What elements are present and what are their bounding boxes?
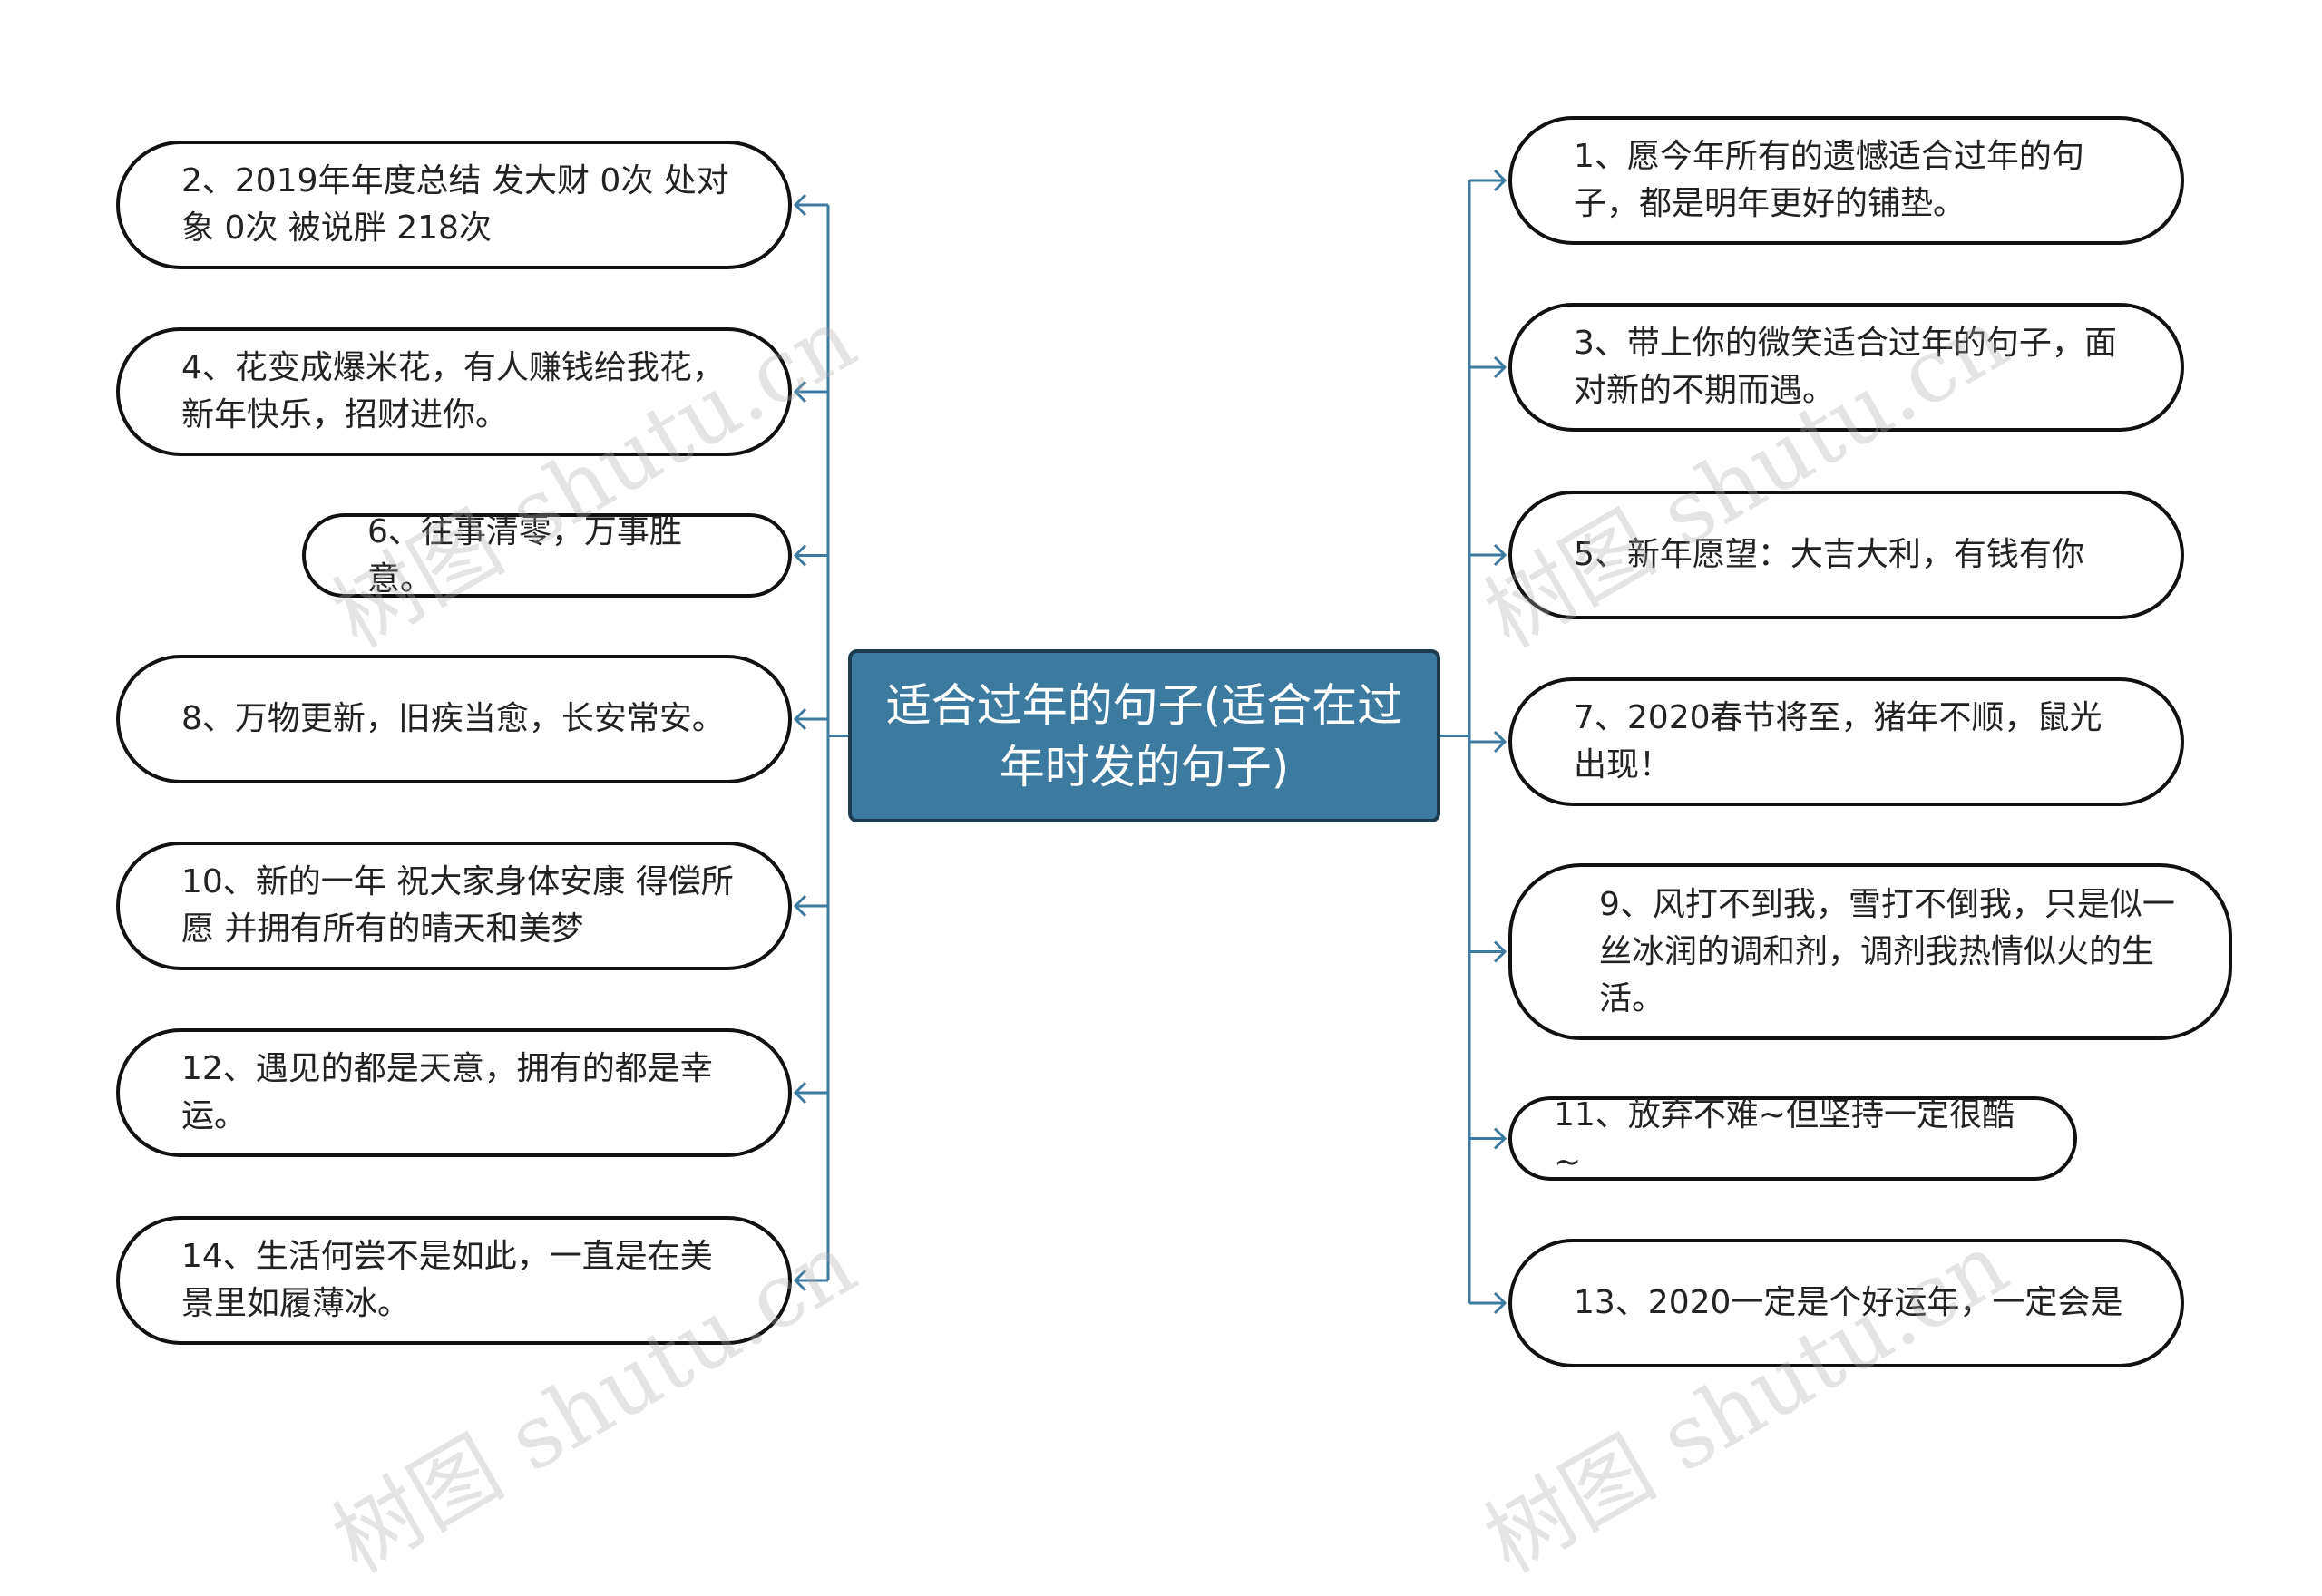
- node-text: 3、带上你的微笑适合过年的句子，面对新的不期而遇。: [1574, 325, 2117, 409]
- connector-arrowhead: [793, 707, 807, 731]
- right-node-1[interactable]: 1、愿今年所有的遗憾适合过年的句子，都是明年更好的铺垫。: [1508, 116, 2184, 245]
- node-text: 9、风打不到我，雪打不倒我，只是似一丝冰润的调和剂，调剂我热情似火的生活。: [1599, 885, 2175, 1017]
- node-text: 7、2020春节将至，猪年不顺，鼠光出现！: [1574, 699, 2102, 783]
- node-text: 5、新年愿望：大吉大利，有钱有你: [1574, 536, 2084, 573]
- connector-arrowhead: [793, 544, 807, 567]
- node-text: 1、愿今年所有的遗憾适合过年的句子，都是明年更好的铺垫。: [1574, 138, 2084, 222]
- connector-arrowhead: [1493, 543, 1507, 567]
- connector-arrowhead: [793, 193, 807, 217]
- left-node-8[interactable]: 8、万物更新，旧疾当愈，长安常安。: [116, 655, 792, 783]
- node-text: 13、2020一定是个好运年，一定会是: [1574, 1284, 2123, 1321]
- connector-arrowhead: [1493, 730, 1507, 754]
- node-text: 2、2019年年度总结 发大财 0次 处对象 0次 被说胖 218次: [181, 162, 729, 247]
- right-node-11[interactable]: 11、放弃不难~但坚持一定很酷~: [1508, 1096, 2077, 1181]
- connector-arrowhead: [793, 1269, 807, 1292]
- node-text: 10、新的一年 祝大家身体安康 得偿所愿 并拥有所有的晴天和美梦: [181, 863, 734, 948]
- connector-arrowhead: [1493, 169, 1507, 192]
- left-node-2[interactable]: 2、2019年年度总结 发大财 0次 处对象 0次 被说胖 218次: [116, 141, 792, 269]
- connector-arrowhead: [1493, 355, 1507, 379]
- right-node-13[interactable]: 13、2020一定是个好运年，一定会是: [1508, 1239, 2184, 1367]
- connector-arrowhead: [1493, 1291, 1507, 1315]
- node-text: 6、往事清零，万事胜意。: [367, 512, 682, 598]
- node-text: 11、放弃不难~但坚持一定很酷~: [1554, 1095, 2015, 1181]
- left-node-4[interactable]: 4、花变成爆米花，有人赚钱给我花，新年快乐，招财进你。: [116, 327, 792, 456]
- right-node-7[interactable]: 7、2020春节将至，猪年不顺，鼠光出现！: [1508, 677, 2184, 806]
- node-text: 8、万物更新，旧疾当愈，长安常安。: [181, 700, 725, 737]
- right-node-3[interactable]: 3、带上你的微笑适合过年的句子，面对新的不期而遇。: [1508, 303, 2184, 432]
- connector-arrowhead: [1493, 940, 1507, 963]
- right-node-9[interactable]: 9、风打不到我，雪打不倒我，只是似一丝冰润的调和剂，调剂我热情似火的生活。: [1508, 863, 2232, 1040]
- node-text: 12、遇见的都是天意，拥有的都是幸运。: [181, 1050, 713, 1134]
- connector-arrowhead: [793, 894, 807, 918]
- central-topic-label: 适合过年的句子(适合在过年时发的句子): [885, 678, 1403, 793]
- central-topic[interactable]: 适合过年的句子(适合在过年时发的句子): [848, 649, 1440, 822]
- connector-lines: [793, 169, 1507, 1315]
- connector-arrowhead: [793, 380, 807, 404]
- node-text: 4、花变成爆米花，有人赚钱给我花，新年快乐，招财进你。: [181, 349, 725, 433]
- left-node-14[interactable]: 14、生活何尝不是如此，一直是在美景里如履薄冰。: [116, 1216, 792, 1345]
- mindmap-canvas: 适合过年的句子(适合在过年时发的句子) 2、2019年年度总结 发大财 0次 处…: [116, 116, 2232, 1592]
- connector-arrowhead: [793, 1081, 807, 1105]
- left-node-10[interactable]: 10、新的一年 祝大家身体安康 得偿所愿 并拥有所有的晴天和美梦: [116, 842, 792, 970]
- right-node-5[interactable]: 5、新年愿望：大吉大利，有钱有你: [1508, 491, 2184, 619]
- node-text: 14、生活何尝不是如此，一直是在美景里如履薄冰。: [181, 1238, 713, 1322]
- connector-arrowhead: [1493, 1127, 1507, 1150]
- left-node-6[interactable]: 6、往事清零，万事胜意。: [302, 513, 792, 598]
- left-node-12[interactable]: 12、遇见的都是天意，拥有的都是幸运。: [116, 1028, 792, 1157]
